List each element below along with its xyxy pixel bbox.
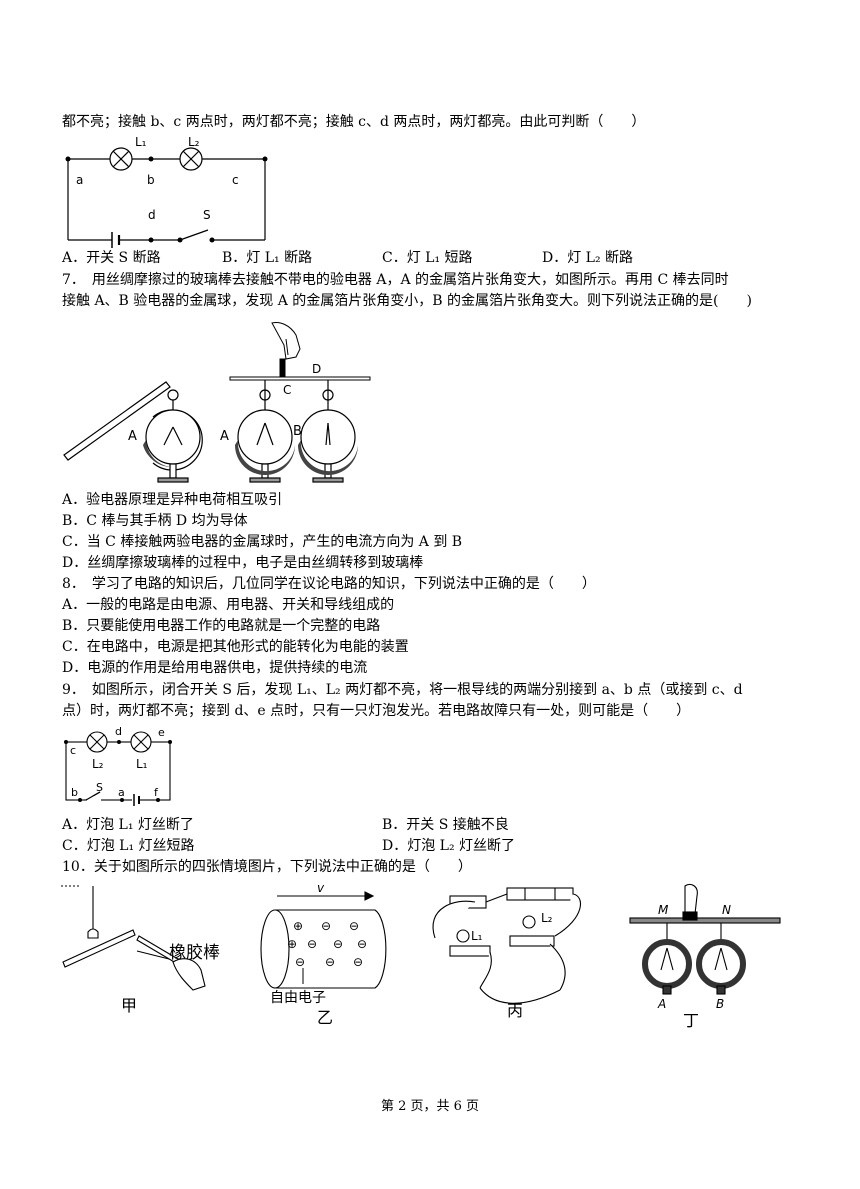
q7-option-a[interactable]: A．验电器原理是异种电荷相互吸引 [62,492,283,508]
q9-fig-l1-label: L₁ [136,757,148,771]
page-footer: 第 2 页，共 6 页 [380,1099,480,1114]
q10-fig-ding-label: 丁 [683,1011,699,1028]
q10-fig-electron-label: 自由电子 [270,990,326,1006]
q10-fig-a-label: A [657,997,666,1011]
q7-fig-c-label: C [283,383,291,397]
q7-fig-b-label: B [293,424,302,439]
q9-option-c[interactable]: C．灯泡 L₁ 灯丝短路 [62,838,195,854]
q9-fig-b-label: b [71,786,78,799]
q6-fig-l1-label: L₁ [135,135,147,149]
q9-option-a[interactable]: A．灯泡 L₁ 灯丝断了 [62,817,194,833]
q9-fig-a-label: a [118,786,125,799]
q8-option-b[interactable]: B．只要能使用电器工作的电路就是一个完整的电路 [62,618,381,634]
q10-fig-l1-label: L₁ [471,929,483,943]
q8-stem: 8． 学习了电路的知识后，几位同学在议论电路的知识，下列说法中正确的是（ ） [62,576,596,592]
q6-fig-c-label: c [232,173,239,187]
q7-option-d[interactable]: D．丝绸摩擦玻璃棒的过程中，电子是由丝绸转移到玻璃棒 [62,555,424,571]
q6-fig-l2-label: L₂ [188,135,200,149]
q6-fig-a-label: a [76,173,83,187]
svg-text:⊖: ⊖ [295,955,305,969]
q6-stem-continuation: 都不亮；接触 b、c 两点时，两灯都不亮；接触 c、d 两点时，两灯都亮。由此可… [62,114,646,130]
q6-fig-s-label: S [203,208,211,222]
q9-fig-f-label: f [154,786,159,799]
q8-option-a[interactable]: A．一般的电路是由电源、用电器、开关和导线组成的 [62,597,395,613]
q7-fig-d-label: D [312,362,321,376]
q6-circuit-figure: L₁ L₂ a b c d S [65,135,268,248]
q10-fig-rubber-label: 橡胶棒 [169,943,220,963]
q9-fig-d-label: d [115,725,122,738]
q10-fig-l2-label: L₂ [541,911,553,925]
q7-stem-line1: 7． 用丝绸摩擦过的玻璃棒去接触不带电的验电器 A，A 的金属箔片张角变大，如图… [62,272,729,288]
q9-fig-c-label: c [70,744,76,757]
q9-fig-l2-label: L₂ [92,757,104,771]
q9-stem-line2: 点）时，两灯都不亮；接到 d、e 点时，只有一只灯泡发光。若电路故障只有一处，则… [62,703,691,719]
q10-fig-yi-label: 乙 [317,1008,333,1027]
svg-text:⊖: ⊖ [307,937,317,951]
svg-text:⊖: ⊖ [325,955,335,969]
q7-electroscope-figure: D C A A [63,322,371,483]
q8-option-c[interactable]: C．在电路中，电源是把其他形式的能转化为电能的装置 [62,639,409,655]
svg-text:⊕: ⊕ [293,919,303,933]
q7-fig-a2-label: A [220,429,229,444]
q6-option-b[interactable]: B．灯 L₁ 断路 [222,250,313,266]
svg-text:⊖: ⊖ [349,919,359,933]
q9-fig-s-label: S [96,781,103,794]
q6-option-a[interactable]: A．开关 S 断路 [62,250,161,266]
svg-text:⊖: ⊖ [321,919,331,933]
q10-fig-n-label: N [722,903,731,917]
q10-scenes-figure: 橡胶棒 甲 v ⊕⊖⊖ ⊕⊖⊖⊖ ⊖⊖⊖ 自由电子 乙 [61,881,781,1028]
svg-text:⊕: ⊕ [287,937,297,951]
q9-stem-line1: 9． 如图所示，闭合开关 S 后，发现 L₁、L₂ 两灯都不亮，将一根导线的两端… [62,682,743,698]
svg-text:⊖: ⊖ [333,937,343,951]
q7-fig-a1-label: A [128,429,137,444]
q6-option-c[interactable]: C．灯 L₁ 短路 [382,250,473,266]
q10-fig-jia-label: 甲 [121,996,137,1015]
q7-option-b[interactable]: B．C 棒与其手柄 D 均为导体 [62,513,248,529]
q6-fig-b-label: b [147,173,155,187]
q9-option-b[interactable]: B．开关 S 接触不良 [382,817,509,833]
q10-fig-m-label: M [658,903,669,917]
q9-option-d[interactable]: D．灯泡 L₂ 灯丝断了 [382,838,516,854]
q9-fig-e-label: e [158,726,165,739]
q7-stem-line2: 接触 A、B 验电器的金属球，发现 A 的金属箔片张角变小，B 的金属箔片张角变… [62,293,752,309]
q10-fig-b-label: B [716,997,724,1011]
q6-option-d[interactable]: D．灯 L₂ 断路 [542,250,634,266]
q6-fig-d-label: d [148,208,156,222]
q10-fig-v-label: v [317,881,325,895]
q9-circuit-figure: c d e L₂ L₁ b S a f [64,725,172,806]
q10-fig-bing-label: 丙 [507,1001,523,1020]
q10-stem: 10．关于如图所示的四张情境图片，下列说法中正确的是（ ） [62,859,472,875]
svg-text:⊖: ⊖ [357,937,367,951]
q8-option-d[interactable]: D．电源的作用是给用电器供电，提供持续的电流 [62,660,368,676]
q7-option-c[interactable]: C．当 C 棒接触两验电器的金属球时，产生的电流方向为 A 到 B [62,534,463,550]
svg-text:⊖: ⊖ [353,955,363,969]
